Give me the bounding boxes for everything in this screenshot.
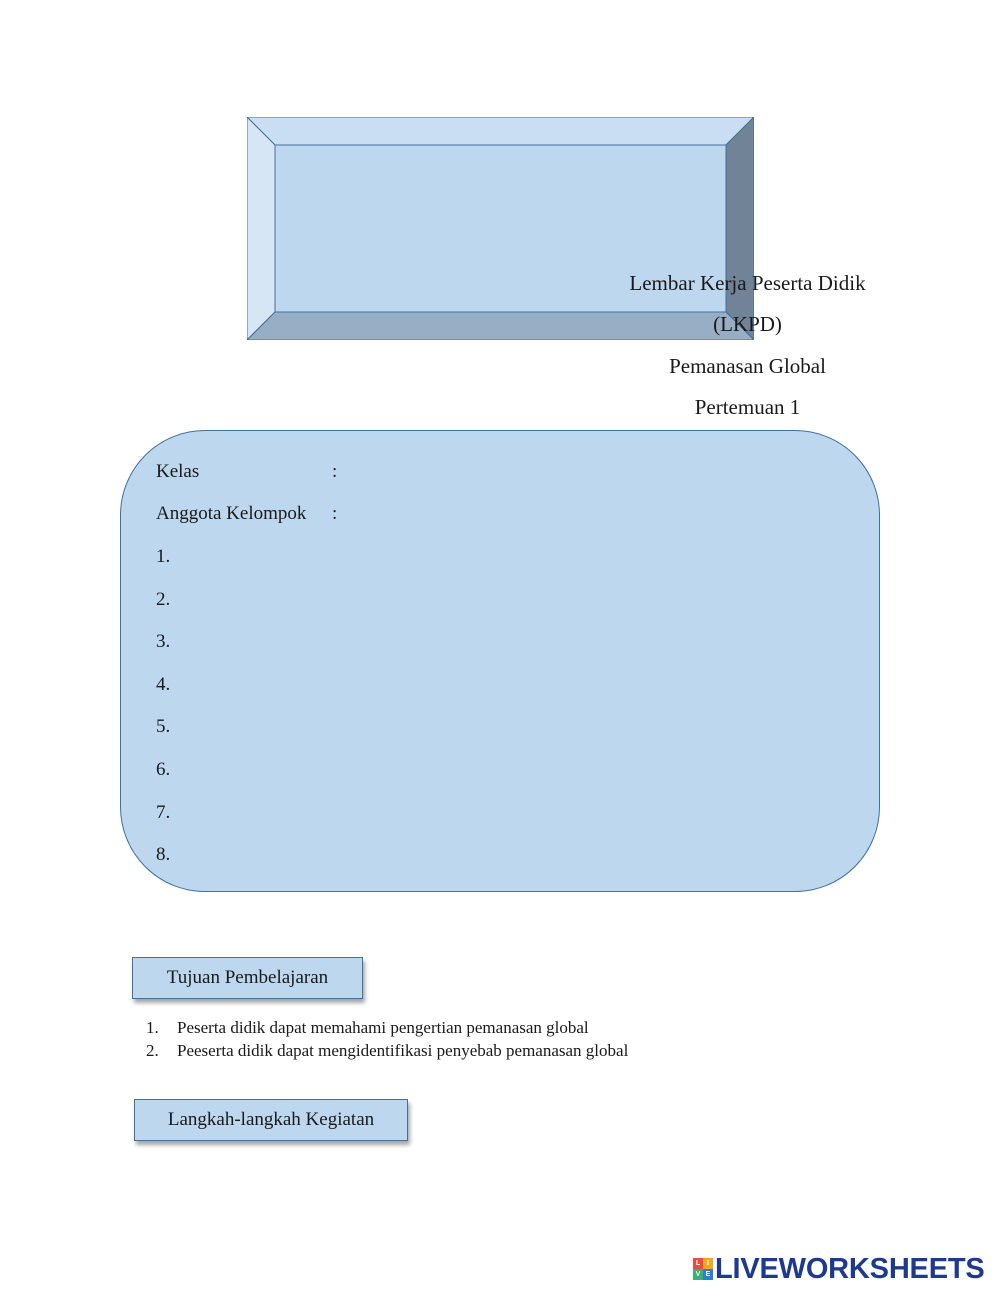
kelas-row: Kelas :: [156, 461, 337, 483]
member-line-7: 7.: [156, 802, 171, 823]
logo-mark-letter-2: I: [703, 1258, 713, 1269]
member-line-1: 1.: [156, 546, 171, 567]
logo-text: LIVEWORKSHEETS: [715, 1252, 985, 1285]
tujuan-item-2-text: Peeserta didik dapat mengidentifikasi pe…: [177, 1041, 629, 1060]
logo-mark-letter-3: V: [693, 1269, 703, 1280]
anggota-label: Anggota Kelompok: [156, 503, 307, 524]
tujuan-list: 1. Peserta didik dapat memahami pengertia…: [146, 1016, 628, 1062]
tujuan-item-2: 2. Peeserta didik dapat mengidentifikasi …: [146, 1039, 628, 1062]
member-line-6: 6.: [156, 759, 171, 780]
member-line-8: 8.: [156, 844, 171, 865]
tujuan-heading: Tujuan Pembelajaran: [132, 957, 363, 999]
tujuan-item-1-num: 1.: [146, 1018, 159, 1037]
langkah-heading: Langkah-langkah Kegiatan: [134, 1099, 408, 1141]
member-line-5: 5.: [156, 716, 171, 737]
member-line-3: 3.: [156, 631, 171, 652]
member-line-2: 2.: [156, 589, 171, 610]
bevel-frame: [247, 117, 754, 340]
logo-mark-letter-1: L: [693, 1258, 703, 1269]
title-text: Lembar Kerja Peserta Didik (LKPD) Pemana…: [522, 262, 973, 429]
anggota-row: Anggota Kelompok :: [156, 503, 337, 525]
anggota-colon: :: [332, 503, 338, 524]
title-line-1: Lembar Kerja Peserta Didik: [629, 270, 866, 295]
title-line-4: Pertemuan 1: [694, 395, 801, 419]
kelas-colon: :: [332, 461, 338, 482]
title-box: Lembar Kerja Peserta Didik (LKPD) Pemana…: [247, 117, 866, 419]
identity-panel: Kelas : Anggota Kelompok : 1. 2. 3. 4. 5…: [120, 430, 880, 892]
kelas-label: Kelas: [156, 461, 200, 482]
logo-mark-letter-4: E: [703, 1269, 713, 1280]
tujuan-item-1: 1. Peserta didik dapat memahami pengertia…: [146, 1016, 628, 1039]
tujuan-item-1-text: Peserta didik dapat memahami pengertian …: [177, 1018, 589, 1037]
member-line-4: 4.: [156, 674, 171, 695]
tujuan-item-2-num: 2.: [146, 1041, 159, 1060]
title-line-2: (LKPD): [713, 312, 782, 336]
logo-mark-icon: L I V E: [693, 1258, 713, 1280]
liveworksheets-logo[interactable]: L I V E LIVEWORKSHEETS: [693, 1253, 985, 1285]
title-line-3: Pemanasan Global: [669, 353, 826, 378]
